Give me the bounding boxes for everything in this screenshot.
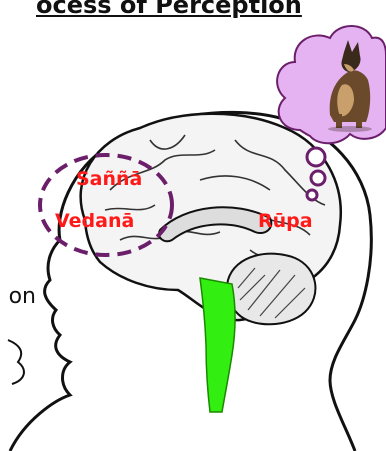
nose-outline — [8, 340, 24, 384]
label-vedana: Vedanā — [55, 210, 134, 232]
brainstem — [200, 278, 235, 412]
thought-dot-medium — [311, 171, 325, 185]
thought-cloud — [277, 26, 386, 143]
cerebellum — [227, 254, 316, 325]
thought-dot-large — [307, 148, 325, 166]
thought-dot-small — [307, 190, 317, 200]
label-sanna: Saññā — [76, 168, 142, 190]
label-rupa: Rūpa — [258, 210, 313, 232]
